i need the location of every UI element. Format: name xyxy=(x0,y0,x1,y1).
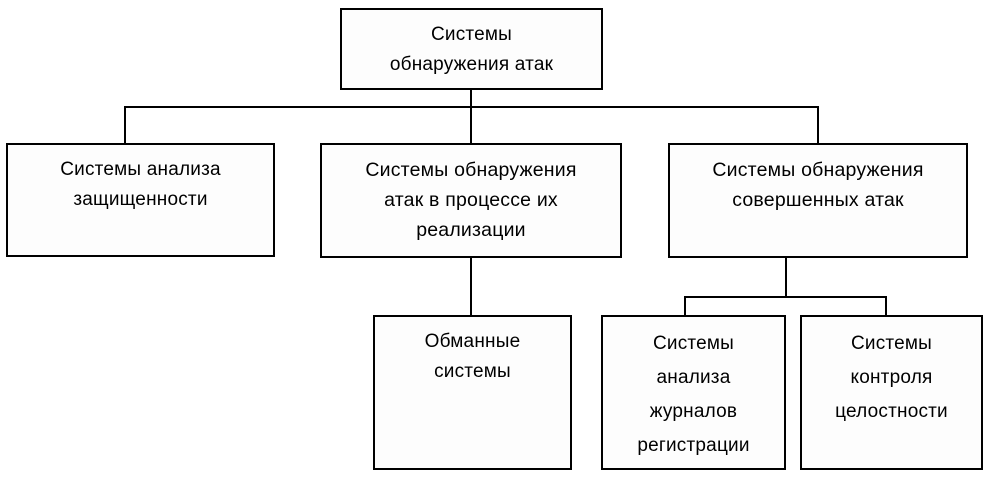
connector-drop-vulnerability-analysis xyxy=(124,106,126,145)
node-root-intrusion-detection-systems[interactable]: Системы обнаружения атак xyxy=(340,8,603,90)
node-realtime-attack-detection-systems[interactable]: Системы обнаружения атак в процессе их р… xyxy=(320,143,622,258)
connector-drop-post-detection xyxy=(817,106,819,145)
connector-drop-log-analysis xyxy=(684,296,686,316)
connector-drop-integrity-control xyxy=(885,296,887,316)
node-decoy-systems[interactable]: Обманные системы xyxy=(373,315,572,470)
node-integrity-control-systems[interactable]: Системы контроля целостности xyxy=(800,315,983,470)
connector-root-stem xyxy=(470,90,472,107)
node-completed-attack-detection-systems[interactable]: Системы обнаружения совершенных атак xyxy=(668,143,968,258)
connector-level2-bus xyxy=(684,296,887,298)
node-log-analysis-systems[interactable]: Системы анализа журналов регистрации xyxy=(601,315,786,470)
connector-drop-realtime-detection xyxy=(470,106,472,145)
node-vulnerability-analysis-systems[interactable]: Системы анализа защищенности xyxy=(6,143,275,257)
connector-post-stem xyxy=(785,258,787,298)
connector-realtime-to-decoy xyxy=(470,258,472,316)
